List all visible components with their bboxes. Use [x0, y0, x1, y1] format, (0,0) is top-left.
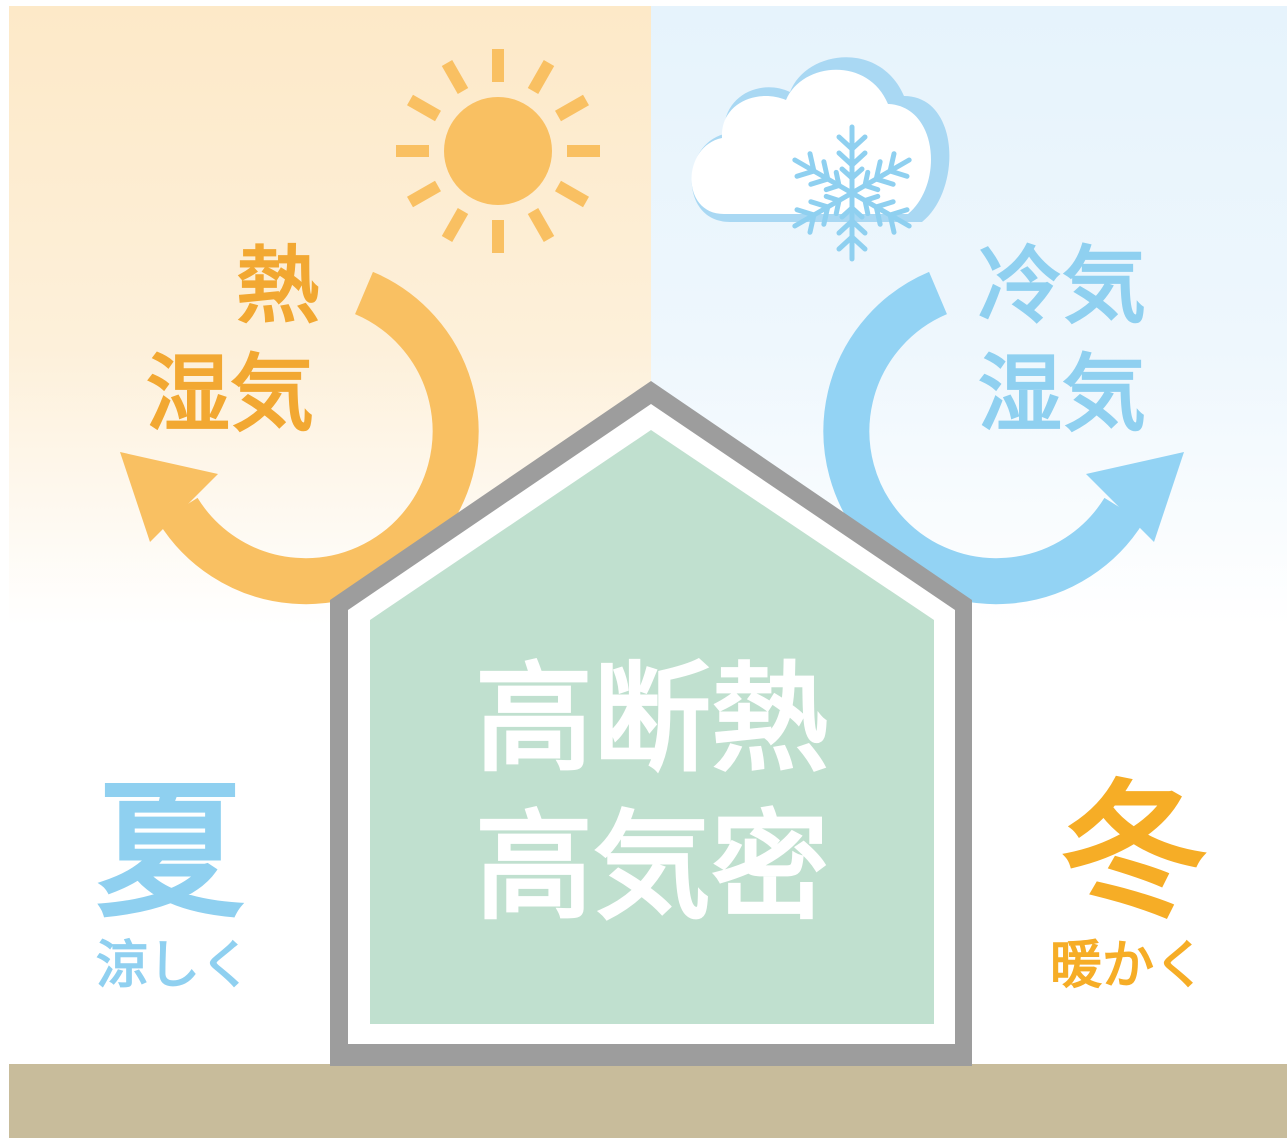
summer-humidity-label: 湿気 — [146, 345, 315, 443]
house-icon — [330, 381, 972, 1066]
cold-air-label: 冷気 — [978, 237, 1147, 335]
winter-effect-label: 暖かく — [1050, 936, 1207, 996]
high-insulation-label: 高断熱 — [474, 650, 829, 788]
summer-season-label: 夏 — [96, 766, 244, 938]
heat-label: 熱 — [236, 237, 321, 335]
snowflake-icon — [792, 124, 912, 262]
winter-season-label: 冬 — [1060, 766, 1208, 938]
winter-deflect-arrow-icon — [823, 271, 1184, 605]
winter-humidity-label: 湿気 — [978, 345, 1147, 443]
sun-icon — [396, 49, 600, 253]
summer-deflect-arrow-icon — [120, 271, 479, 605]
summer-effect-label: 涼しく — [96, 936, 253, 996]
ground — [9, 1064, 1287, 1138]
cloud-icon — [691, 57, 950, 222]
high-airtightness-label: 高気密 — [474, 798, 829, 936]
